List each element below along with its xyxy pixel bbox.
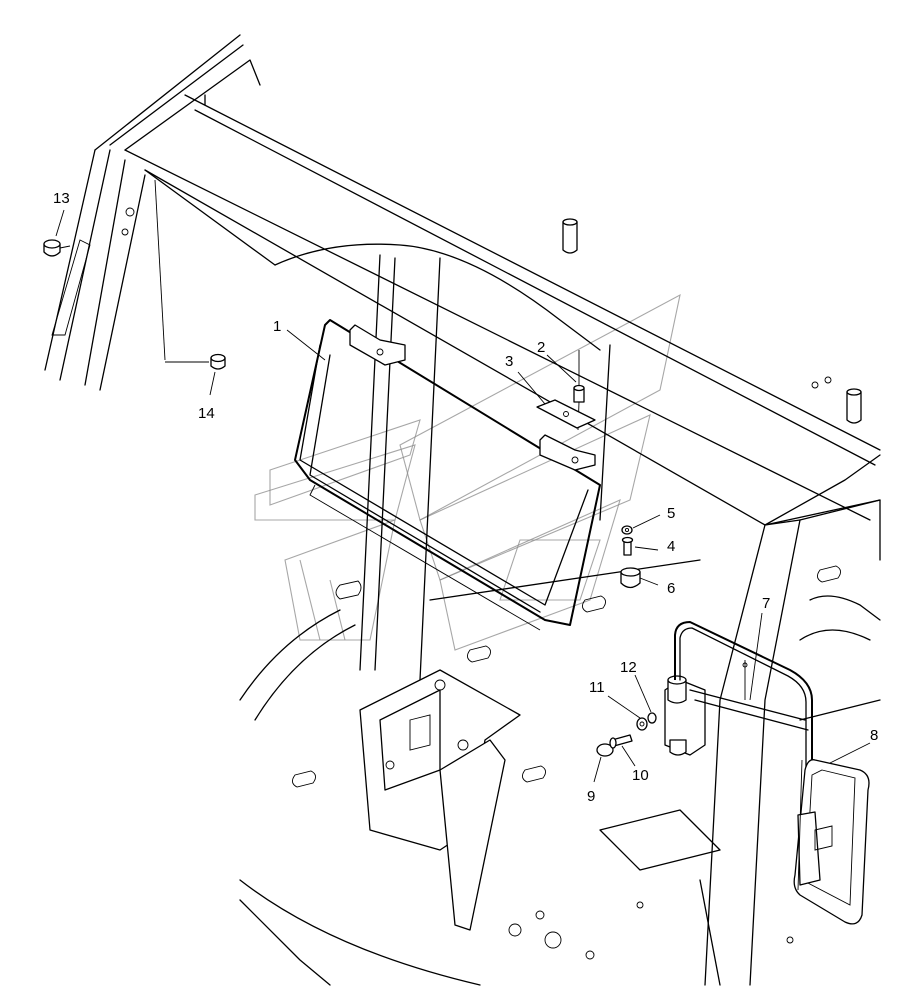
callout-4: 4 bbox=[667, 538, 675, 555]
callout-11: 11 bbox=[589, 679, 605, 696]
part-14-plug bbox=[210, 353, 226, 370]
part-6-cap bbox=[620, 567, 641, 589]
exterior-mirror bbox=[793, 759, 870, 925]
part-13-grommet bbox=[43, 239, 71, 257]
callout-14: 14 bbox=[198, 405, 215, 422]
part-3-plate bbox=[536, 399, 596, 429]
callouts: 1 2 3 4 5 6 7 8 9 10 11 12 13 14 bbox=[53, 190, 878, 805]
part-11-washer bbox=[636, 717, 648, 731]
callout-2: 2 bbox=[537, 339, 545, 356]
callout-8: 8 bbox=[870, 727, 878, 744]
part-10-bolt bbox=[609, 734, 633, 749]
callout-1: 1 bbox=[273, 318, 281, 335]
leader-lines bbox=[55, 209, 871, 783]
exterior-mirror-arm bbox=[664, 621, 813, 816]
cab-structure bbox=[44, 34, 881, 986]
callout-3: 3 bbox=[505, 353, 513, 370]
callout-6: 6 bbox=[667, 580, 675, 597]
callout-7: 7 bbox=[762, 595, 770, 612]
callout-9: 9 bbox=[587, 788, 595, 805]
watermark-logo bbox=[254, 293, 681, 651]
part-9-cap bbox=[596, 743, 614, 757]
callout-13: 13 bbox=[53, 190, 70, 207]
callout-5: 5 bbox=[667, 505, 675, 522]
part-5-washer bbox=[621, 525, 633, 535]
callout-10: 10 bbox=[632, 767, 649, 784]
part-12-washer bbox=[647, 712, 657, 724]
part-4-bolt bbox=[621, 536, 634, 556]
support-bracket bbox=[359, 669, 521, 931]
interior-mirror bbox=[294, 319, 601, 631]
callout-12: 12 bbox=[620, 659, 637, 676]
